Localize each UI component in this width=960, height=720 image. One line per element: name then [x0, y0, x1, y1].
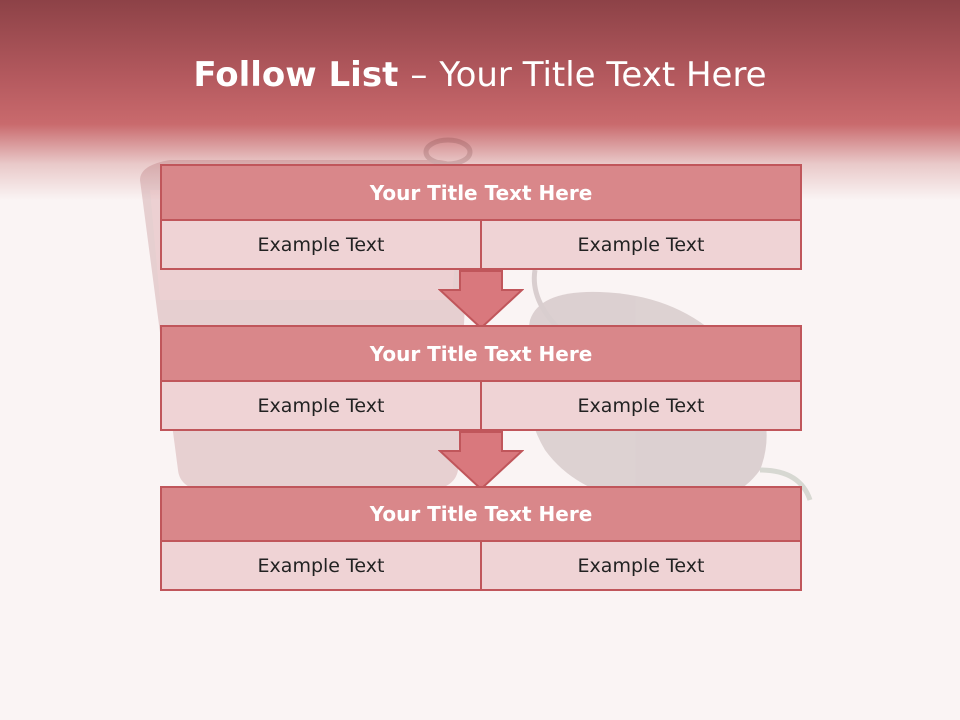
block-title: Your Title Text Here — [160, 486, 802, 542]
block-row: Example Text Example Text — [160, 221, 802, 270]
list-block-1: Your Title Text Here Example Text Exampl… — [160, 164, 802, 270]
list-block-2: Your Title Text Here Example Text Exampl… — [160, 325, 802, 431]
slide-title-bold: Follow List — [193, 55, 399, 95]
block-cell-left: Example Text — [162, 382, 480, 429]
block-cell-right: Example Text — [480, 221, 800, 268]
block-cell-left: Example Text — [162, 542, 480, 589]
block-cell-right: Example Text — [480, 542, 800, 589]
slide-title-dash: – — [410, 55, 428, 95]
slide-title-rest: Your Title Text Here — [439, 55, 767, 95]
list-block-3: Your Title Text Here Example Text Exampl… — [160, 486, 802, 591]
block-row: Example Text Example Text — [160, 542, 802, 591]
block-row: Example Text Example Text — [160, 382, 802, 431]
block-cell-left: Example Text — [162, 221, 480, 268]
block-cell-right: Example Text — [480, 382, 800, 429]
block-title: Your Title Text Here — [160, 164, 802, 221]
down-arrow-icon — [438, 431, 524, 491]
block-title: Your Title Text Here — [160, 325, 802, 382]
down-arrow-icon — [438, 270, 524, 330]
slide-title: Follow List–Your Title Text Here — [0, 55, 960, 95]
